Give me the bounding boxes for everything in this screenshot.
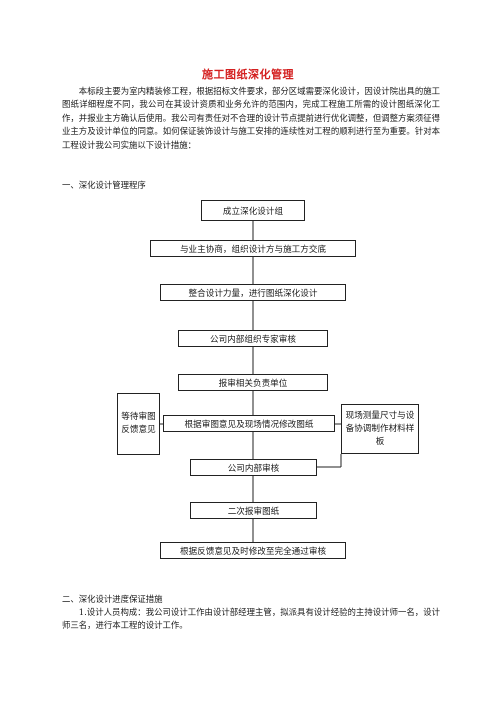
document-title: 施工图纸深化管理 [202, 68, 294, 81]
flow-step-2: 与业主协商，组织设计方与施工方交底 [150, 240, 356, 257]
intro-paragraph: 本标段主要为室内精装修工程，根据招标文件要求，部分区域需要深化设计，因设计院出具… [62, 86, 440, 150]
section-heading-schedule: 二、深化设计进度保证措施 [62, 594, 163, 604]
flow-step-1: 成立深化设计组 [201, 200, 305, 221]
section-heading-process: 一、深化设计管理程序 [62, 180, 146, 190]
side-box-site-measure: 现场测量尺寸与设备协调制作材料样板 [341, 404, 419, 454]
flow-step-3: 整合设计力量，进行图纸深化设计 [160, 284, 346, 301]
flow-step-9: 根据反馈意见及时修改至完全通过审核 [160, 542, 346, 559]
flow-step-7: 公司内部审核 [190, 459, 317, 476]
flow-step-4: 公司内部组织专家审核 [178, 330, 328, 347]
flow-step-6: 根据审图意见及现场情况修改图纸 [163, 415, 335, 432]
side-box-await-feedback: 等待审图反馈意见 [117, 393, 160, 455]
flow-step-5: 报审相关负责单位 [178, 374, 328, 391]
section2-paragraph-1: 1.设计人员构成：我公司设计工作由设计部经理主管，拟派具有设计经验的主持设计师一… [62, 607, 440, 631]
flow-step-8: 二次报审图纸 [190, 502, 317, 519]
